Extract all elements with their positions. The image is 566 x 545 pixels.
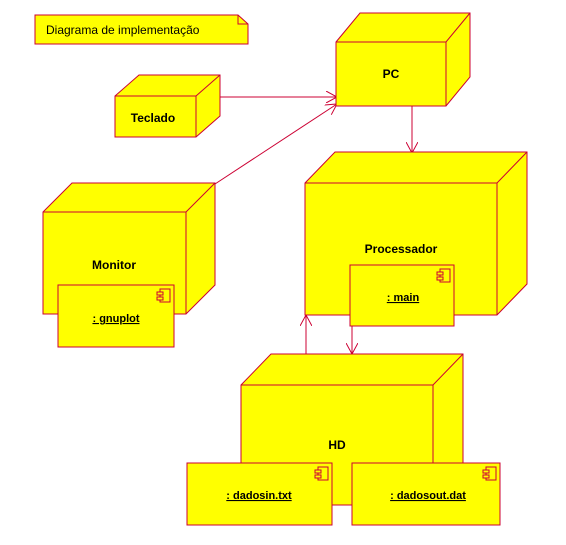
node-hd-label: HD <box>328 438 346 452</box>
component-gnuplot-label: : gnuplot <box>92 313 139 325</box>
component-icon <box>436 268 451 283</box>
diagram-note[interactable]: Diagrama de implementação <box>34 14 249 45</box>
component-main[interactable]: : main <box>349 264 455 327</box>
component-dadosout[interactable]: : dadosout.dat <box>351 462 501 526</box>
component-dadosin[interactable]: : dadosin.txt <box>186 462 333 526</box>
connectors <box>214 97 412 355</box>
component-main-label: : main <box>387 292 420 304</box>
component-dadosin-label: : dadosin.txt <box>226 490 292 502</box>
component-icon <box>482 466 497 481</box>
node-monitor[interactable]: Monitor <box>42 182 216 315</box>
node-pc[interactable]: PC <box>335 12 471 107</box>
node-teclado[interactable]: Teclado <box>114 74 221 138</box>
component-dadosout-label: : dadosout.dat <box>390 490 466 502</box>
node-monitor-label: Monitor <box>92 258 136 272</box>
component-icon <box>156 288 171 303</box>
node-pc-label: PC <box>383 67 400 81</box>
node-processador-label: Processador <box>365 242 438 256</box>
monitor-pc-connector[interactable] <box>214 104 337 185</box>
component-gnuplot[interactable]: : gnuplot <box>57 284 175 348</box>
node-teclado-label: Teclado <box>131 111 175 125</box>
component-icon <box>314 466 329 481</box>
note-title: Diagrama de implementação <box>46 23 200 37</box>
